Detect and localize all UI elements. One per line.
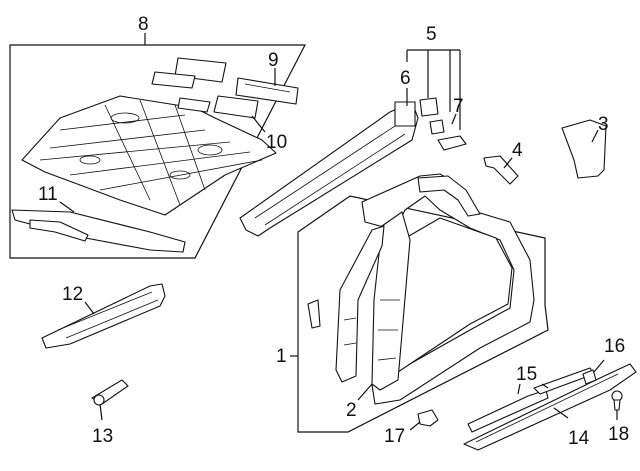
- floor-pan: [21, 95, 277, 216]
- leader-10: [251, 115, 266, 133]
- callout-18: 18: [608, 424, 629, 445]
- callout-5: 5: [426, 24, 437, 45]
- leader-16: [593, 359, 605, 373]
- callout-17: 17: [384, 426, 405, 447]
- callout-4: 4: [512, 140, 523, 161]
- group-box-8: [9, 44, 306, 259]
- bracket-5: [419, 97, 467, 151]
- floor-brace-lower: [177, 95, 259, 119]
- leader-14: [553, 407, 569, 419]
- callout-3: 3: [598, 114, 609, 135]
- callout-13: 13: [92, 426, 113, 447]
- brace-13: [91, 379, 129, 406]
- clip-16: [582, 369, 597, 385]
- leader-17: [409, 421, 421, 431]
- leader-15b: [541, 383, 549, 389]
- panel-3: [561, 119, 607, 179]
- leader-15a: [517, 383, 521, 395]
- clip-17: [417, 409, 439, 427]
- callout-9: 9: [268, 50, 279, 71]
- leader-13: [99, 403, 103, 421]
- callout-12: 12: [62, 284, 83, 305]
- leader-7: [451, 113, 457, 125]
- leader-11: [59, 201, 75, 213]
- callout-11: 11: [38, 184, 58, 205]
- callout-1: 1: [276, 346, 287, 367]
- rocker-reinforcement: [41, 283, 166, 349]
- leader-12: [84, 301, 95, 315]
- callout-7: 7: [453, 96, 464, 117]
- sill-panel-15: [467, 367, 595, 433]
- callout-14: 14: [568, 428, 590, 449]
- bracket-4: [483, 155, 519, 185]
- fastener-18: [611, 390, 623, 411]
- callout-6: 6: [400, 68, 411, 89]
- callout-2: 2: [346, 400, 357, 421]
- rear-crossmember: [11, 209, 186, 253]
- leader-2: [357, 383, 373, 401]
- callout-8: 8: [138, 14, 149, 35]
- body-side-outer: [307, 173, 535, 405]
- floor-brace-upper: [151, 57, 299, 105]
- rocker-panel: [239, 101, 419, 237]
- leader-4: [503, 157, 513, 169]
- callout-10: 10: [266, 132, 287, 153]
- callout-15: 15: [516, 364, 537, 385]
- sill-panel-14: [463, 363, 637, 451]
- leader-3: [591, 129, 599, 143]
- callout-16: 16: [604, 336, 625, 357]
